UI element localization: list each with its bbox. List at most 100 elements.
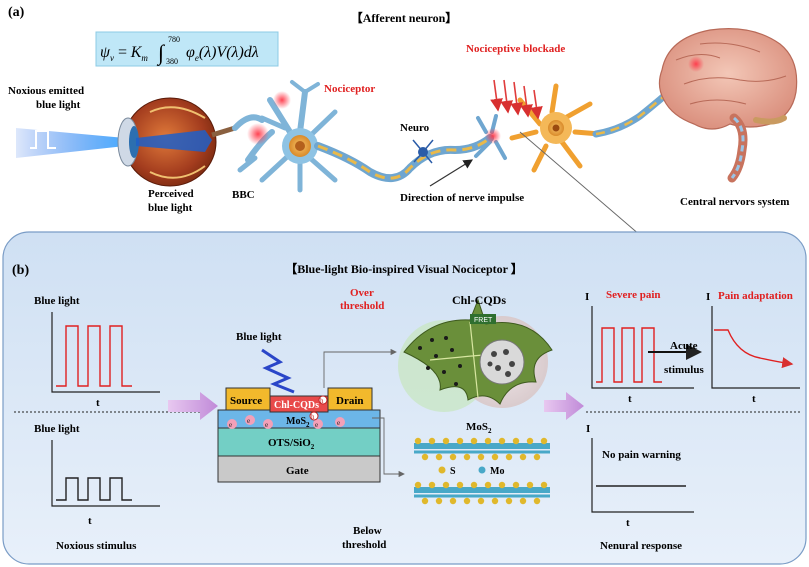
myelin-icon (317, 136, 491, 180)
perceived-light-label-2: blue light (148, 202, 193, 214)
stimulus-top-t-label: t (96, 397, 100, 409)
severe-pain-axes (591, 306, 694, 389)
svg-text:φe(λ)V(λ)dλ: φe(λ)V(λ)dλ (186, 44, 259, 63)
pain-adaptation-axes (711, 306, 800, 389)
direction-label: Direction of nerve impulse (400, 192, 524, 204)
nociceptor-label: Nociceptor (324, 83, 375, 95)
svg-text:e: e (315, 421, 318, 429)
ots-label: OTS/SiO (268, 437, 311, 449)
svg-text:MoS2: MoS2 (286, 416, 310, 429)
mos2-illustration-label: MoS (466, 421, 488, 433)
below-threshold-connector (372, 417, 405, 478)
pain-adaptation-i-axis: I (706, 291, 710, 303)
drain-label: Drain (336, 395, 364, 407)
panel-b: (b) 【Blue-light Bio-inspired Visual Noci… (2, 231, 807, 565)
input-arrow (168, 392, 218, 420)
chl-cqds-device-label: Chl-CQDs (274, 400, 319, 411)
legend-s-label: S (450, 466, 456, 477)
nociceptive-blockade-label: Nociceptive blockade (466, 43, 565, 55)
gate-layer (217, 455, 381, 483)
neuro-label: Neuro (400, 122, 430, 134)
legend-mo-dot (478, 466, 486, 474)
ots-sub: 2 (311, 443, 315, 451)
svg-text:h: h (320, 397, 324, 405)
noxious-light-label-2: blue light (36, 99, 81, 111)
severe-pain-i-axis: I (585, 291, 589, 303)
bbc-cell-icon (232, 114, 275, 173)
pain-adaptation-curve (714, 329, 794, 369)
blue-light-beam (16, 128, 125, 158)
svg-text:OTS/SiO2: OTS/SiO2 (268, 437, 315, 451)
acute-stimulus-label-1: Acute (670, 340, 698, 352)
svg-text:e: e (265, 421, 268, 429)
below-threshold-label-2: threshold (342, 539, 386, 551)
formula-k-sub: m (141, 53, 148, 63)
formula-background (95, 31, 279, 67)
svg-text:e: e (247, 417, 250, 425)
over-threshold-label-2: threshold (340, 300, 384, 312)
pain-adaptation-t-label: t (752, 393, 756, 405)
formula-psi-sub: v (110, 53, 114, 63)
severe-pain-label: Severe pain (606, 289, 661, 301)
nociceptor-neuron-icon (259, 80, 338, 193)
formula-phi-sub: e (195, 53, 199, 63)
pain-adaptation-label: Pain adaptation (718, 290, 793, 302)
chl-cqds-illustration-label: Chl-CQDs (452, 293, 506, 307)
neuro-cell-icon (412, 139, 434, 164)
noxious-stimulus-label: Noxious stimulus (56, 540, 137, 552)
legend-s-dot (438, 466, 446, 474)
stimulus-bottom-t-label: t (88, 515, 92, 527)
device-stack: Blue light Source Drain Chl-CQDs MoS2 OT… (217, 331, 381, 483)
panel-b-label: (b) (12, 263, 29, 278)
panel-b-title: 【Blue-light Bio-inspired Visual Nocicept… (285, 261, 523, 276)
electron-markers: e e e e e (227, 415, 345, 429)
mos2-device-label: MoS (286, 416, 306, 427)
fret-label: FRET (474, 317, 493, 324)
eye-icon (117, 97, 236, 187)
source-electrode (225, 387, 271, 411)
formula-k: K (130, 44, 143, 61)
neural-response-label: Nenural response (600, 540, 682, 552)
stimulus-top-axes (51, 312, 160, 393)
stimulus-top-pulses (56, 325, 132, 387)
formula-box: ψv=Km ∫ 780 380 φe(λ)V(λ)dλ (95, 31, 279, 67)
no-pain-t-label: t (626, 517, 630, 529)
blue-light-wave-icon (261, 348, 295, 394)
legend-mo-label: Mo (490, 466, 504, 477)
severe-pain-pulses (596, 327, 662, 383)
mos2-device-sub: 2 (306, 421, 310, 429)
svg-text:e: e (229, 421, 232, 429)
gate-label: Gate (286, 465, 309, 477)
no-pain-axes (591, 438, 694, 513)
formula-rest: (λ)V(λ)dλ (199, 44, 259, 61)
over-threshold-connector (323, 348, 397, 388)
panel-a-title: 【Afferent neuron】 (351, 10, 458, 25)
brain-icon (658, 28, 798, 183)
over-threshold-label-1: Over (350, 287, 374, 299)
device-blue-light-label: Blue light (236, 331, 282, 343)
panel-b-background (2, 231, 807, 565)
axon-icon (314, 134, 494, 182)
direction-arrow (429, 159, 474, 187)
panel-a-label: (a) (8, 5, 25, 20)
formula-upper-limit: 780 (168, 35, 180, 44)
mos2-illustration-sub: 2 (488, 427, 492, 435)
blue-light-top-label: Blue light (34, 295, 80, 307)
fret-badge (470, 314, 496, 324)
pulse-icon (30, 130, 56, 149)
svg-text:h: h (311, 413, 315, 421)
blue-light-bottom-label: Blue light (34, 423, 80, 435)
panel-a: (a) 【Afferent neuron】 ψv=Km ∫ 780 380 φe… (8, 5, 798, 291)
acute-stimulus-label-2: stimulus (664, 364, 704, 376)
source-label: Source (230, 395, 262, 407)
svg-text:ψv=Km: ψv=Km (100, 44, 148, 63)
mos2-lattice-icon: S Mo (414, 437, 550, 505)
no-pain-i-axis: I (586, 423, 590, 435)
formula-lower-limit: 380 (166, 57, 178, 66)
svg-text:e: e (337, 419, 340, 427)
formula-eq: = (117, 44, 128, 61)
hole-markers: h h (309, 395, 328, 421)
severe-pain-t-label: t (628, 393, 632, 405)
bbc-label: BBC (232, 189, 255, 201)
